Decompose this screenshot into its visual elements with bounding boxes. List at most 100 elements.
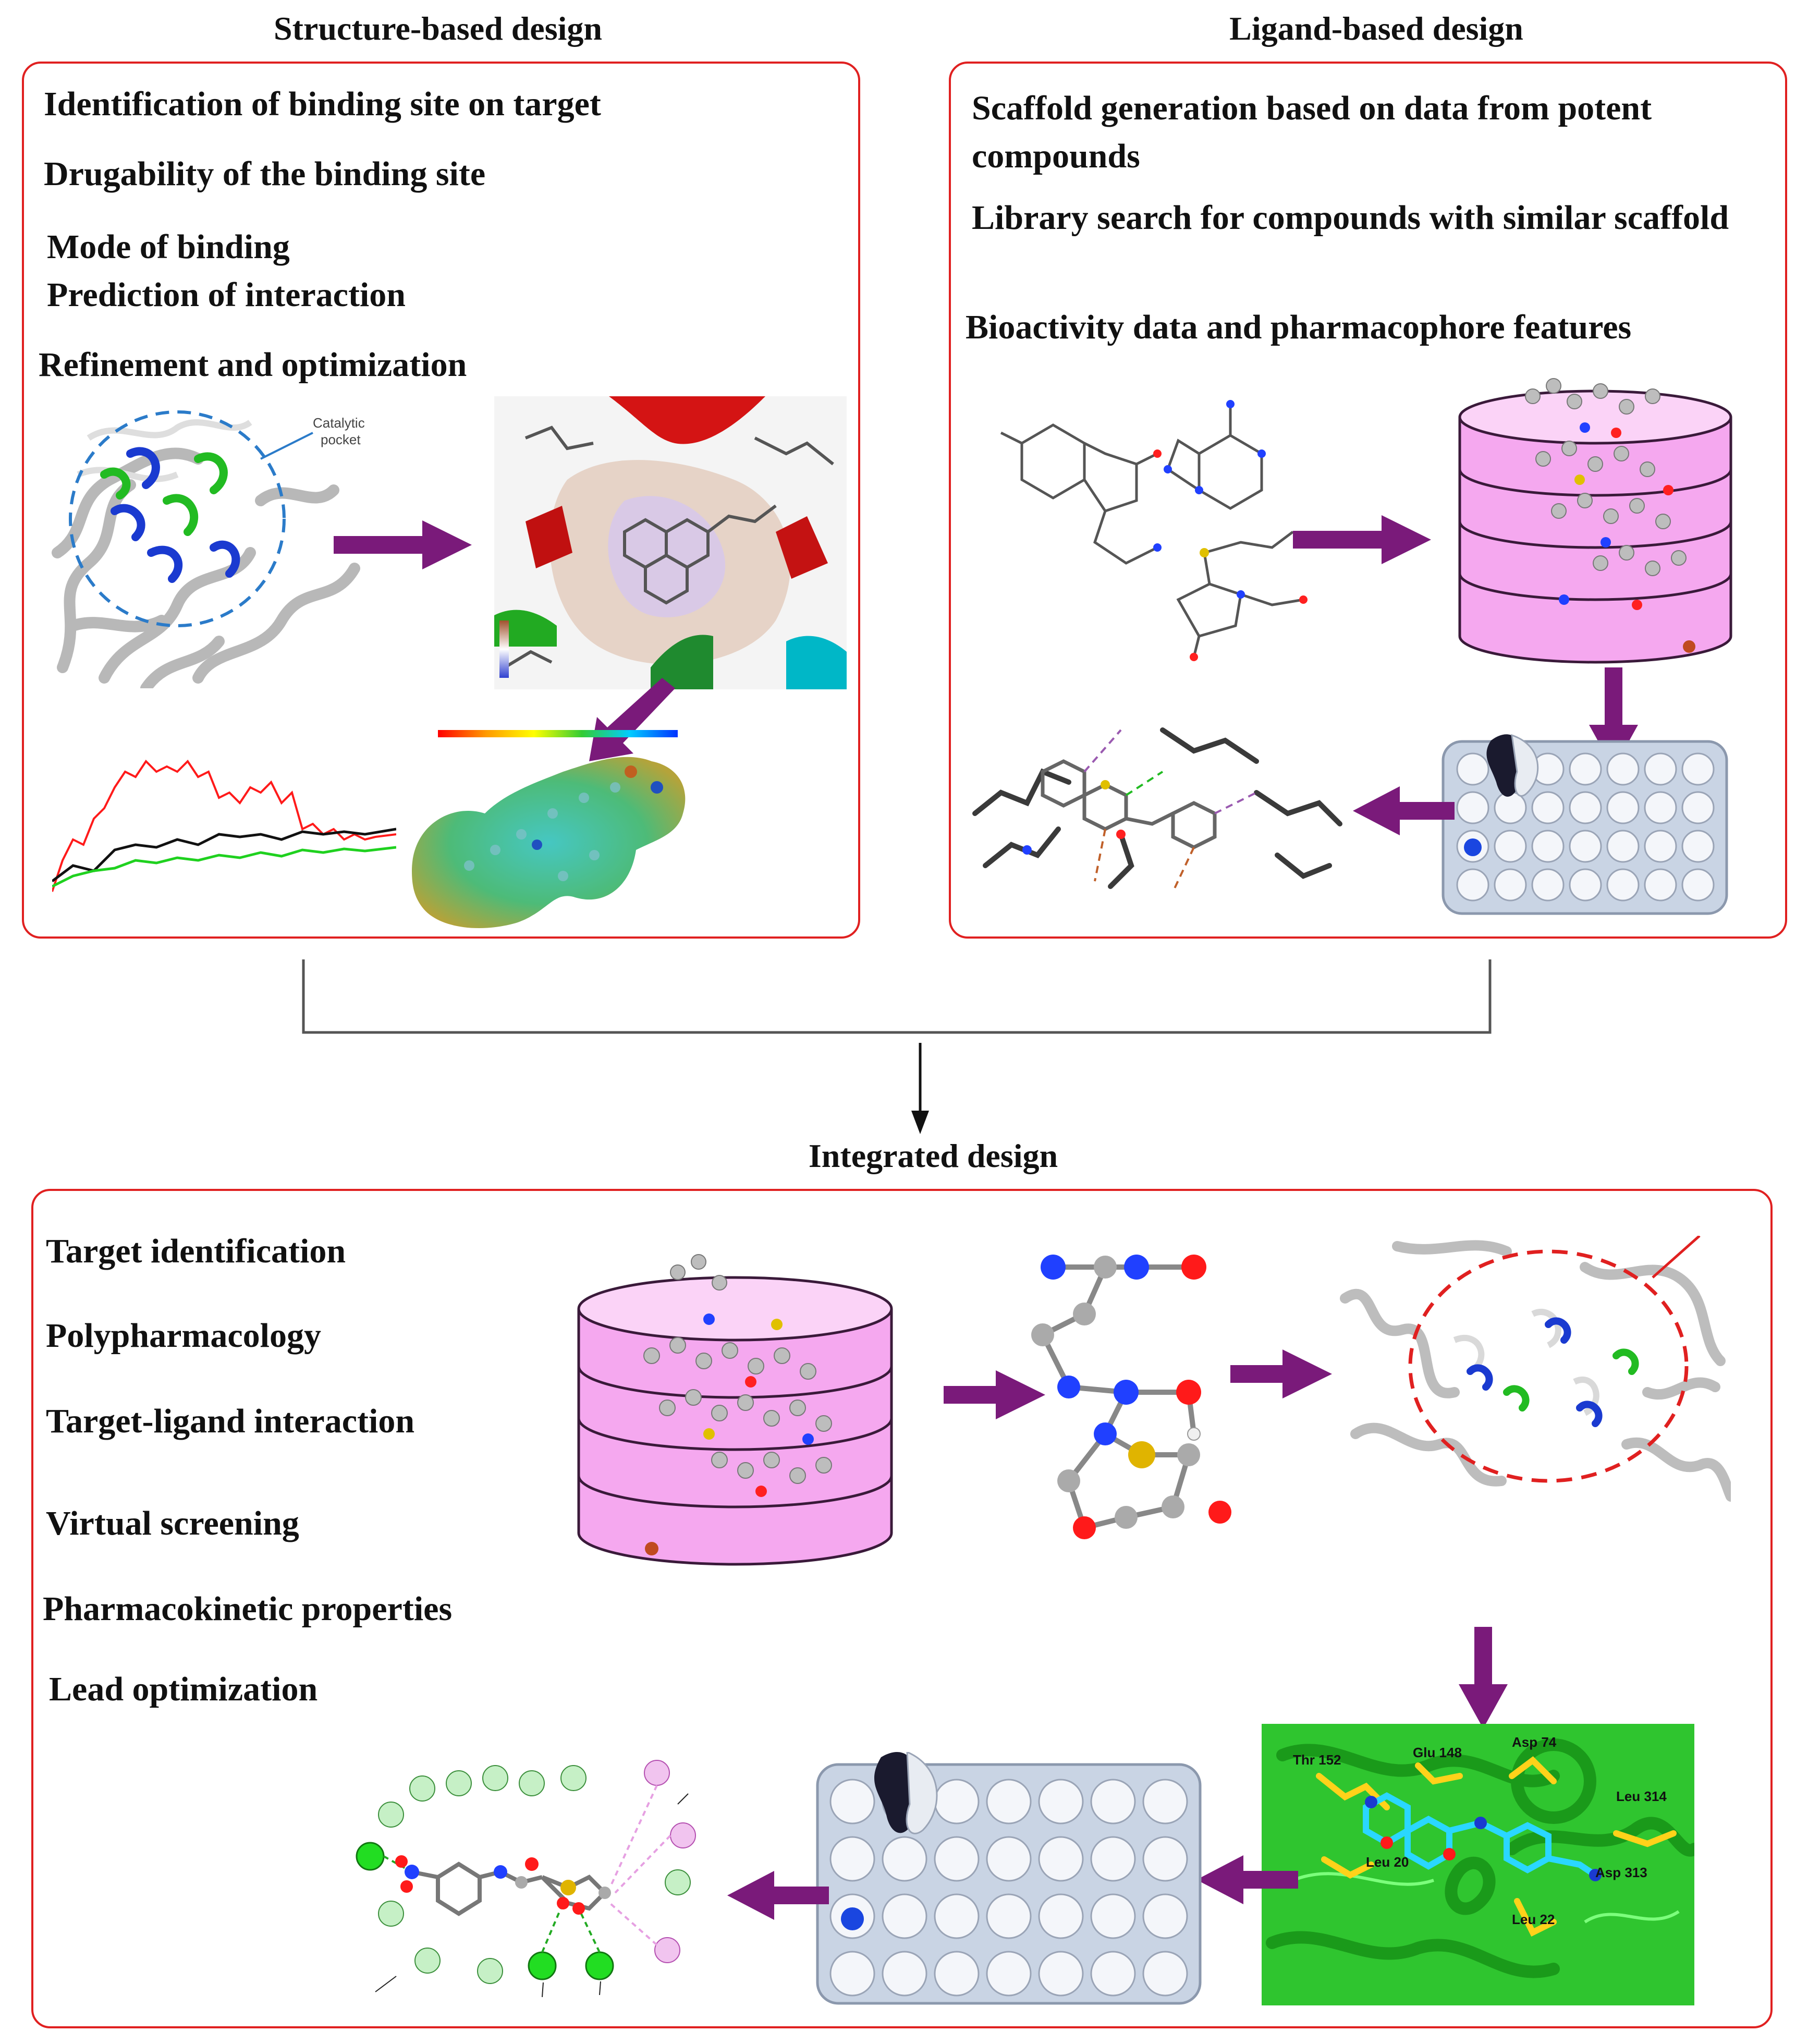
plate-well	[1142, 1779, 1188, 1824]
plate-well	[986, 1779, 1032, 1824]
plate-well	[986, 1951, 1032, 1997]
int-arrow-down	[1459, 1627, 1508, 1729]
plate-well	[882, 1836, 927, 1882]
sb-item-refinement: Refinement and optimization	[39, 346, 467, 384]
sb-item-mode-of-binding: Mode of binding	[47, 228, 290, 266]
plate-well	[1090, 1836, 1136, 1882]
ligand-based-heading: Ligand-based design	[1229, 10, 1523, 47]
integrated-library-cylinder	[577, 1254, 893, 1566]
sb-arrow-down-left	[589, 678, 675, 761]
compound-library-cylinder	[1458, 378, 1732, 664]
plate-well	[1038, 1893, 1084, 1939]
plate-well	[1531, 868, 1565, 902]
lb-arrow-right	[1293, 515, 1431, 564]
residue-asp313: Asp 313	[1595, 1865, 1647, 1880]
plate-well	[1142, 1893, 1188, 1939]
interaction-diagram-2d	[356, 1760, 696, 1998]
plate-well	[829, 1779, 875, 1824]
plate-well	[1681, 868, 1715, 902]
residue-leu314: Leu 314	[1616, 1789, 1667, 1804]
lb-item-scaffold-generation: Scaffold generation based on data from p…	[972, 89, 1652, 175]
plate-well	[1090, 1951, 1136, 1997]
plate-well	[1681, 791, 1715, 824]
plate-well	[1531, 791, 1565, 824]
int-arrow-right-1	[944, 1370, 1045, 1419]
plate-well	[934, 1951, 980, 1997]
plate-well	[1456, 791, 1489, 824]
sb-arrow-right-1	[334, 520, 472, 569]
plate-well	[1038, 1836, 1084, 1882]
residue-leu20: Leu 20	[1366, 1854, 1409, 1870]
sb-item-drugability: Drugability of the binding site	[44, 155, 486, 193]
plate-well	[1606, 868, 1640, 902]
docked-pose-image	[972, 727, 1342, 892]
plate-well	[1606, 830, 1640, 863]
plate-well	[1569, 752, 1602, 786]
screening-plate-small	[1441, 734, 1728, 915]
plate-well	[1569, 868, 1602, 902]
plate-well	[1569, 830, 1602, 863]
plate-well	[1644, 830, 1677, 863]
plate-well	[882, 1951, 927, 1997]
plate-well	[1038, 1779, 1084, 1824]
residue-leu22: Leu 22	[1512, 1912, 1555, 1927]
plate-well	[829, 1951, 875, 1997]
plate-well	[1644, 752, 1677, 786]
plate-well	[1681, 830, 1715, 863]
residue-complex-image: Thr 152 Glu 148 Asp 74 Leu 314 Leu 20 As…	[1262, 1724, 1694, 2005]
docking-surface-image	[494, 396, 847, 689]
plate-well	[1038, 1951, 1084, 1997]
sb-item-prediction: Prediction of interaction	[47, 276, 406, 314]
plate-well	[1494, 830, 1527, 863]
plate-well	[882, 1893, 927, 1939]
int-arrow-left-2	[727, 1871, 829, 1920]
catalytic-label: Catalytic	[313, 415, 365, 431]
int-item-pharmacokinetic: Pharmacokinetic properties	[43, 1590, 453, 1628]
merge-connector	[302, 959, 1492, 1134]
plate-well	[1456, 752, 1489, 786]
plate-well	[829, 1836, 875, 1882]
md-trajectory-plot	[52, 759, 396, 892]
mep-surface-image	[412, 730, 686, 928]
protein-catalytic-pocket-image: Catalytic pocket	[52, 410, 365, 688]
plate-well	[986, 1836, 1032, 1882]
plate-well	[1681, 752, 1715, 786]
screening-plate-large	[816, 1752, 1202, 2005]
lb-item-library-search: Library search for compounds with simila…	[972, 199, 1729, 237]
int-item-target-ligand-interaction: Target-ligand interaction	[46, 1402, 415, 1440]
structure-based-heading: Structure-based design	[274, 10, 602, 47]
ligand-structures-image	[1000, 400, 1308, 661]
pocket-label: pocket	[321, 432, 361, 447]
plate-well	[1644, 868, 1677, 902]
ball-stick-ligand	[1031, 1255, 1231, 1539]
plate-well	[1494, 791, 1527, 824]
plate-well	[986, 1893, 1032, 1939]
plate-well	[1494, 868, 1527, 902]
plate-well	[1569, 791, 1602, 824]
plate-well	[1606, 791, 1640, 824]
plate-well	[1142, 1836, 1188, 1882]
lb-arrow-left	[1353, 786, 1455, 835]
plate-well	[1531, 830, 1565, 863]
plate-well	[1090, 1893, 1136, 1939]
int-arrow-left-1	[1196, 1855, 1298, 1904]
plate-well	[1142, 1951, 1188, 1997]
plate-well	[1090, 1779, 1136, 1824]
plate-well	[934, 1893, 980, 1939]
plate-well	[934, 1779, 980, 1824]
residue-asp74: Asp 74	[1512, 1734, 1557, 1750]
integrated-heading: Integrated design	[808, 1137, 1058, 1174]
lb-item-bioactivity: Bioactivity data and pharmacophore featu…	[966, 308, 1632, 346]
residue-glu148: Glu 148	[1413, 1745, 1462, 1760]
int-item-lead-optimization: Lead optimization	[49, 1670, 318, 1708]
plate-well	[1456, 868, 1489, 902]
protein-pocket-integrated	[1340, 1236, 1731, 1502]
int-item-polypharmacology: Polypharmacology	[46, 1317, 321, 1355]
plate-well	[1644, 791, 1677, 824]
residue-thr152: Thr 152	[1293, 1752, 1341, 1768]
sb-item-binding-site: Identification of binding site on target	[44, 85, 601, 123]
int-arrow-right-2	[1230, 1349, 1332, 1398]
plate-well	[934, 1836, 980, 1882]
plate-well	[1606, 752, 1640, 786]
int-item-target-identification: Target identification	[46, 1232, 346, 1270]
